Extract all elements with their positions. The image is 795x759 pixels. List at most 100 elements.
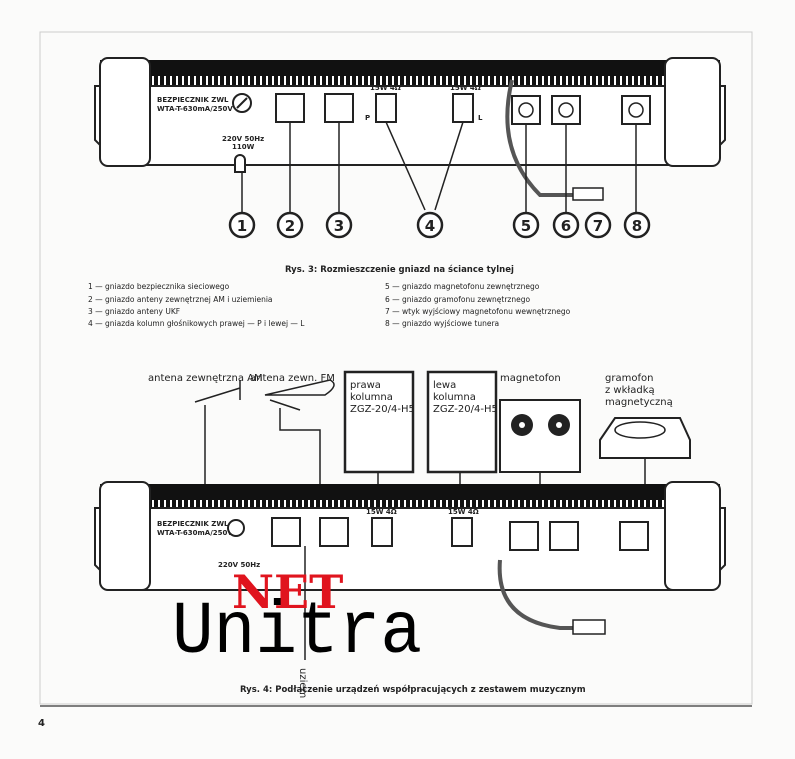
heatsink-fin (308, 500, 310, 509)
fm-antenna-socket (324, 93, 354, 123)
callout-circle (552, 211, 580, 239)
heatsink-fin (188, 500, 190, 509)
heatsink-fin (248, 76, 250, 85)
svg-text:P: P (365, 114, 370, 122)
am-antenna-socket (275, 93, 305, 123)
heatsink-fin (356, 500, 358, 509)
heatsink-fin (560, 76, 562, 85)
power-cord-icon (234, 154, 246, 173)
heatsink-fin (344, 500, 346, 509)
tape-output-cable (505, 79, 575, 197)
heatsink-fin (638, 76, 640, 85)
heatsink-fin (230, 76, 232, 85)
heatsink-fin (332, 500, 334, 509)
heatsink-fin (284, 500, 286, 509)
heatsink-fin (566, 500, 568, 509)
heatsink-fin (272, 76, 274, 85)
heatsink-fin (368, 500, 370, 509)
power-watts: 110W (232, 143, 255, 151)
fm-antenna-label: antena zewn. FM (250, 373, 335, 384)
callout-number: 1 (237, 217, 247, 235)
heatsink-fin (224, 500, 226, 509)
fm-antenna-icon (264, 379, 335, 411)
heatsink-fin (512, 500, 514, 509)
heatsink-fin (410, 76, 412, 85)
callout-number: 2 (285, 217, 295, 235)
heatsink-fin (236, 500, 238, 509)
heatsink-fin (476, 500, 478, 509)
tape-recorder-icon (499, 399, 581, 473)
phono-socket (551, 95, 581, 125)
svg-text:WTA-T-630mA/250V: WTA-T-630mA/250V (157, 529, 233, 537)
left-speaker-socket (452, 93, 474, 123)
heatsink-fin (254, 500, 256, 509)
heatsink-fin (446, 500, 448, 509)
heatsink-fin (302, 500, 304, 509)
heatsink-fin (212, 76, 214, 85)
unitra-net-watermark: NET Unitra (172, 565, 422, 675)
heatsink-fin (626, 76, 628, 85)
heatsink-fin (320, 500, 322, 509)
heatsink-fin (572, 76, 574, 85)
heatsink-fin (644, 76, 646, 85)
svg-text:prawa: prawa (350, 380, 381, 391)
heatsink-fin (428, 500, 430, 509)
heatsink-fin (230, 500, 232, 509)
heatsink-fin (608, 500, 610, 509)
legend-item: 1 — gniazdo bezpiecznika sieciowego (88, 282, 230, 291)
heatsink-fin (344, 76, 346, 85)
heatsink-fin (452, 500, 454, 509)
heatsink-fin (368, 76, 370, 85)
legend-item: 3 — gniazdo anteny UKF (88, 307, 180, 316)
svg-text:L: L (478, 114, 483, 122)
legend-item: 8 — gniazdo wyjściowe tunera (385, 319, 499, 328)
heatsink-fin (518, 76, 520, 85)
heatsink-fin (278, 500, 280, 509)
heatsink-fin (326, 76, 328, 85)
heatsink-fin (650, 76, 652, 85)
heatsink-fin (608, 76, 610, 85)
svg-text:Unitra: Unitra (172, 591, 422, 675)
callout-number: 6 (561, 217, 571, 235)
heatsink-fin (470, 76, 472, 85)
tuner-output-socket (621, 95, 651, 125)
heatsink-fin (452, 76, 454, 85)
heatsink-fin (164, 76, 166, 85)
heatsink-fin (374, 76, 376, 85)
heatsink-fin (614, 500, 616, 509)
heatsink-fin (170, 76, 172, 85)
callout-circle (276, 211, 304, 239)
heatsink-fin (464, 76, 466, 85)
heatsink-fin (212, 500, 214, 509)
heatsink-fin (536, 76, 538, 85)
heatsink-fin (422, 500, 424, 509)
svg-text:z wkładką: z wkładką (605, 385, 655, 396)
page-border (39, 31, 753, 705)
heatsink-fin (620, 76, 622, 85)
heatsink-fin (596, 500, 598, 509)
heatsink-fin (488, 76, 490, 85)
heatsink-fin (266, 500, 268, 509)
heatsink-fin (326, 500, 328, 509)
heatsink-fin (200, 500, 202, 509)
callout-number: 4 (425, 217, 435, 235)
figure3-legend: 1 — gniazdo bezpiecznika sieciowego 2 — … (88, 282, 571, 328)
heatsink-fin (236, 76, 238, 85)
heatsink-fin (482, 76, 484, 85)
heatsink-fin (572, 500, 574, 509)
heatsink-fin (206, 76, 208, 85)
figure4-connection-diagram: antena zewnętrzna AM antena zewn. FM pra… (94, 370, 726, 698)
heatsink-fin (260, 76, 262, 85)
heatsink-fin (500, 500, 502, 509)
heatsink-fin (350, 76, 352, 85)
heatsink-fin (398, 500, 400, 509)
callout-circle (325, 211, 353, 239)
heatsink-fin (470, 500, 472, 509)
figure3-caption: Rys. 3: Rozmieszczenie gniazd na ściance… (285, 264, 514, 275)
heatsink-fin (602, 76, 604, 85)
heatsink-fin (602, 500, 604, 509)
legend-item: 4 — gniazda kolumn głośnikowych prawej —… (88, 319, 305, 328)
left-speaker-box (426, 370, 498, 474)
heatsink-fin (224, 76, 226, 85)
heatsink-fin (590, 500, 592, 509)
